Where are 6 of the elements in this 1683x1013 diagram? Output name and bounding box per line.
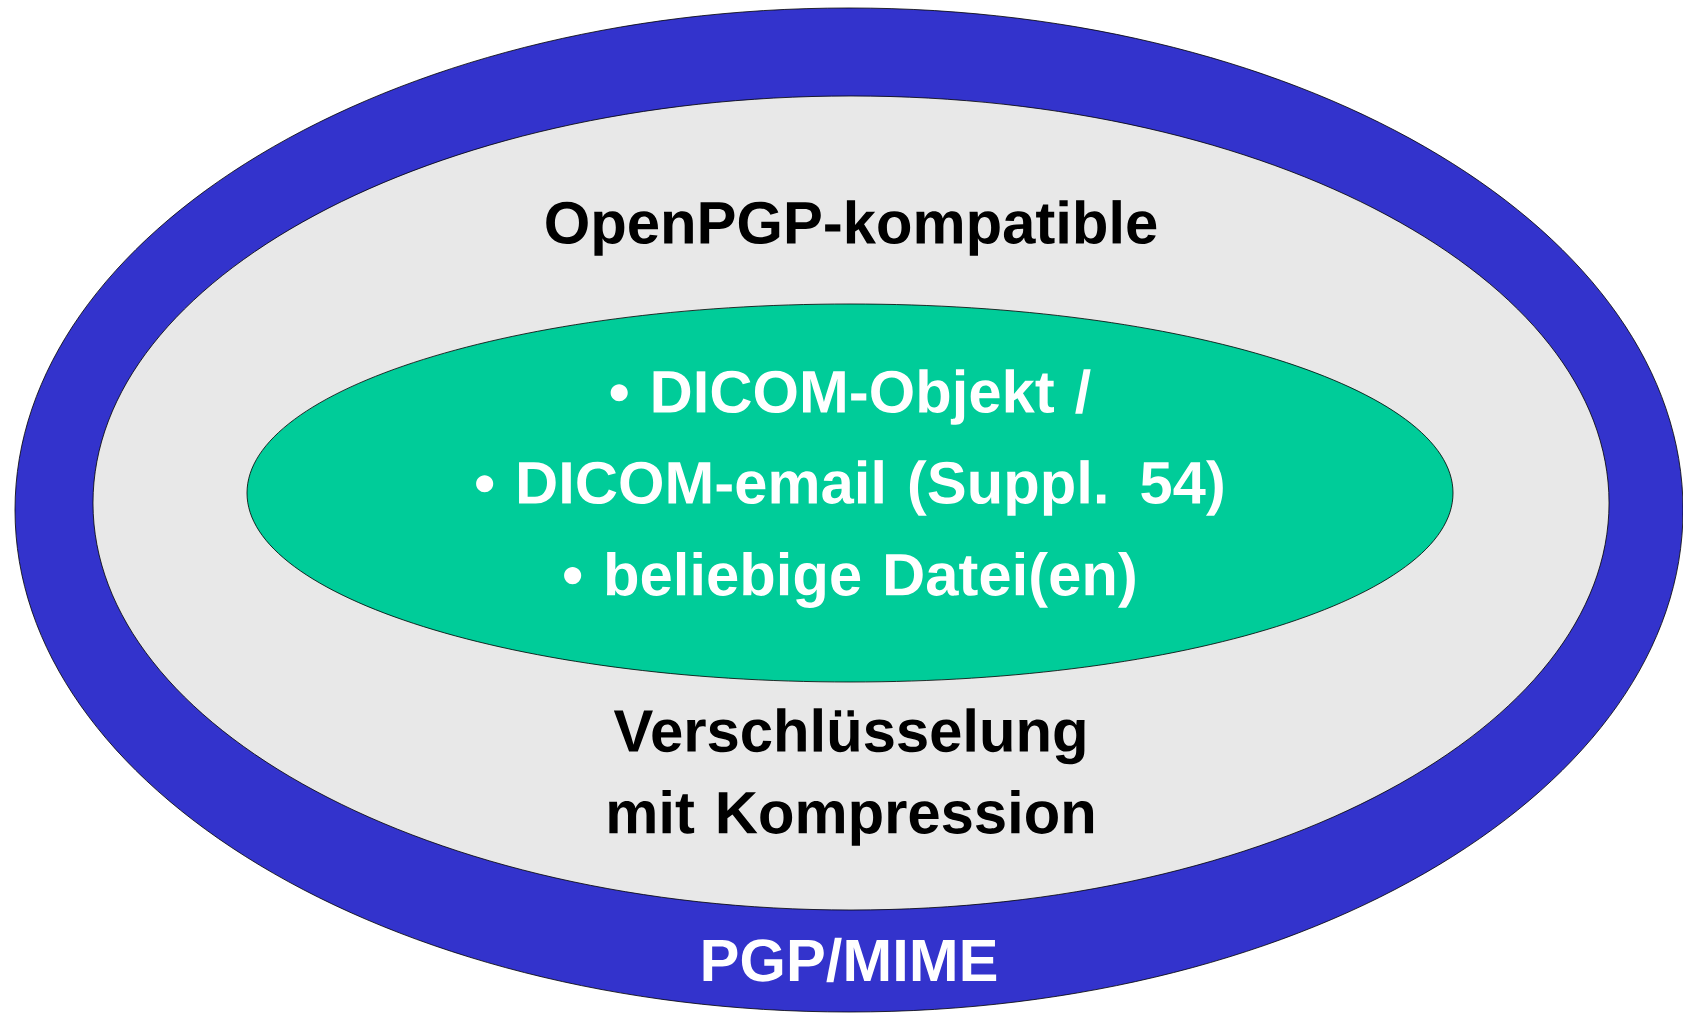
ellipse-label: • DICOM-email (Suppl. 54) <box>476 460 1223 516</box>
ellipse-label: • beliebige Datei(en) <box>564 552 1135 608</box>
ellipse-label: Verschlüsselung mit Kompression <box>609 708 1094 846</box>
ellipse-label: • DICOM-Objekt / <box>610 369 1091 425</box>
ellipse-label: OpenPGP-kompatible <box>546 200 1157 256</box>
ellipse-label: PGP/MIME <box>703 937 997 983</box>
